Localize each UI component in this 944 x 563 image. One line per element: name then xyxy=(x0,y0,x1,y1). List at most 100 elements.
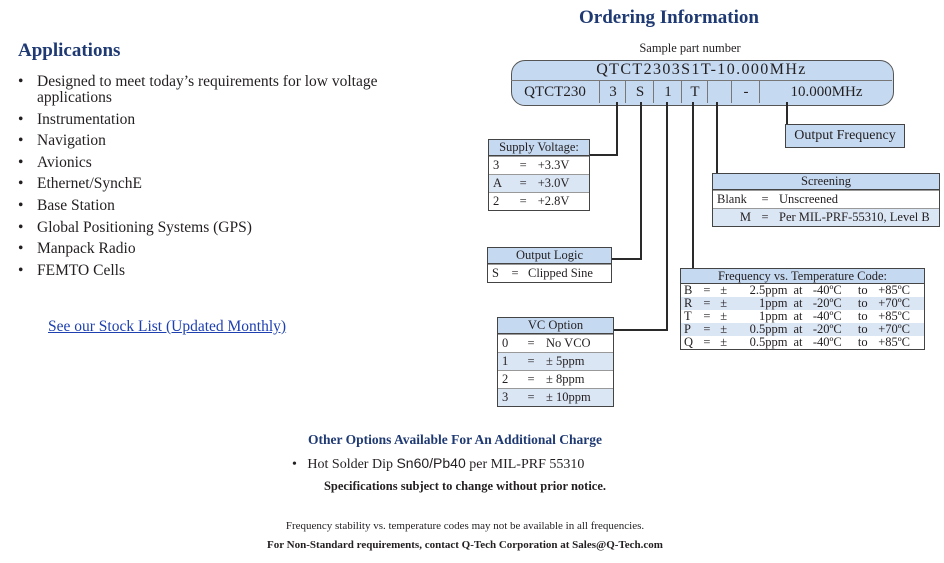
high-temp-cell: +85ºC xyxy=(878,283,910,297)
value-cell: ± 8ppm xyxy=(542,370,613,389)
at-cell: at xyxy=(793,283,803,297)
code-cell: 2 xyxy=(498,370,520,389)
table-row: Blank=Unscreened xyxy=(713,190,939,209)
eq-cell: = xyxy=(520,370,542,389)
code-cell: 2 xyxy=(489,192,513,210)
high-temp-cell: +70ºC xyxy=(875,323,924,336)
supply-voltage-title: Supply Voltage: xyxy=(489,140,589,156)
segment-frequency: 10.000MHz xyxy=(759,81,893,103)
low-temp-cell: -40ºC xyxy=(812,309,842,323)
ppm-cell: 1ppm xyxy=(733,297,791,310)
connector-line xyxy=(616,102,618,155)
stability-note: Frequency stability vs. temperature code… xyxy=(285,520,645,532)
table-row: 0=No VCO xyxy=(498,334,613,353)
value-cell: Clipped Sine xyxy=(524,264,611,282)
eq-cell: = xyxy=(520,352,542,371)
table-row: A=+3.0V xyxy=(489,174,589,193)
to-cell: to xyxy=(857,283,868,297)
pm-cell: ± xyxy=(717,323,734,336)
at-cell: at xyxy=(793,335,803,349)
stock-list-link[interactable]: See our Stock List (Updated Monthly) xyxy=(48,318,287,335)
table-row: 1=± 5ppm xyxy=(498,352,613,371)
segment-screening xyxy=(707,81,732,103)
segment-freq-temp: T xyxy=(681,81,708,103)
to-cell: to xyxy=(857,335,868,349)
value-cell: +3.0V xyxy=(533,174,589,193)
freq-temp-table: Frequency vs. Temperature Code: B=±2.5pp… xyxy=(680,268,925,350)
eq-cell: = xyxy=(755,190,775,209)
connector-line xyxy=(716,102,718,173)
low-temp-cell: -20ºC xyxy=(809,323,855,336)
list-item: Global Positioning Systems (GPS) xyxy=(18,219,438,236)
part-number-segments: QTCT230 3 S 1 T - 10.000MHz xyxy=(511,80,892,103)
list-item: Instrumentation xyxy=(18,111,438,128)
applications-title: Applications xyxy=(18,40,121,61)
segment-voltage: 3 xyxy=(599,81,626,103)
code-cell: 3 xyxy=(498,388,520,406)
ordering-title: Ordering Information xyxy=(579,7,759,28)
to-cell: to xyxy=(857,309,868,323)
table-row: M=Per MIL-PRF-55310, Level B xyxy=(713,208,939,226)
option-prefix: Hot Solder Dip xyxy=(307,457,397,472)
value-cell: Unscreened xyxy=(775,190,939,209)
code-cell: A xyxy=(489,174,513,193)
spec-notice: Specifications subject to change without… xyxy=(323,479,607,493)
pm-cell: ± xyxy=(720,335,728,349)
connector-line xyxy=(640,102,642,259)
code-cell: Blank xyxy=(713,190,755,209)
connector-line xyxy=(692,102,694,268)
table-row: 2=± 8ppm xyxy=(498,370,613,389)
code-cell: R xyxy=(681,297,701,310)
code-cell: M xyxy=(713,208,755,226)
ppm-cell: 2.5ppm xyxy=(749,283,788,297)
connector-line xyxy=(786,102,788,124)
low-temp-cell: -40ºC xyxy=(812,283,842,297)
code-cell: Q xyxy=(684,335,694,349)
code-cell: 3 xyxy=(489,156,513,175)
table-row: 3=+3.3V xyxy=(489,156,589,175)
vc-option-table: VC Option 0=No VCO 1=± 5ppm 2=± 8ppm 3=±… xyxy=(497,317,614,407)
ppm-cell: 0.5ppm xyxy=(733,323,791,336)
value-cell: +3.3V xyxy=(533,156,589,175)
eq-cell: = xyxy=(755,208,775,226)
option-suffix: per MIL-PRF 55310 xyxy=(465,457,585,472)
freq-temp-title: Frequency vs. Temperature Code: xyxy=(681,269,924,284)
pm-cell: ± xyxy=(717,297,734,310)
code-cell: P xyxy=(681,323,701,336)
list-item: Manpack Radio xyxy=(18,241,438,258)
eq-cell: = xyxy=(512,174,534,193)
ppm-cell: 1ppm xyxy=(758,309,788,323)
to-cell: to xyxy=(854,297,876,310)
output-logic-table: Output Logic S=Clipped Sine xyxy=(487,247,612,283)
table-row: 2=+2.8V xyxy=(489,192,589,210)
vc-option-title: VC Option xyxy=(498,318,613,334)
high-temp-cell: +85ºC xyxy=(878,335,910,349)
value-cell: Per MIL-PRF-55310, Level B xyxy=(775,208,939,226)
list-item: Base Station xyxy=(18,197,438,214)
ppm-cell: 0.5ppm xyxy=(749,335,788,349)
code-cell: S xyxy=(488,264,506,282)
supply-voltage-table: Supply Voltage: 3=+3.3V A=+3.0V 2=+2.8V xyxy=(488,139,590,211)
list-item: Navigation xyxy=(18,133,438,150)
eq-cell: = xyxy=(703,283,711,297)
eq-cell: = xyxy=(700,297,718,310)
list-item: Avionics xyxy=(18,154,438,171)
connector-line xyxy=(666,102,668,330)
contact-note: For Non-Standard requirements, contact Q… xyxy=(267,539,663,551)
segment-vc: 1 xyxy=(653,81,682,103)
at-cell: at xyxy=(790,323,810,336)
at-cell: at xyxy=(793,309,803,323)
connector-line xyxy=(588,154,618,156)
list-item: FEMTO Cells xyxy=(18,262,438,279)
full-part-number: QTCT2303S1T-10.000MHz xyxy=(596,61,807,78)
screening-title: Screening xyxy=(713,174,939,190)
table-row: S=Clipped Sine xyxy=(488,264,611,282)
eq-cell: = xyxy=(703,335,711,349)
at-cell: at xyxy=(790,297,810,310)
eq-cell: = xyxy=(520,388,542,406)
connector-line xyxy=(610,258,642,260)
